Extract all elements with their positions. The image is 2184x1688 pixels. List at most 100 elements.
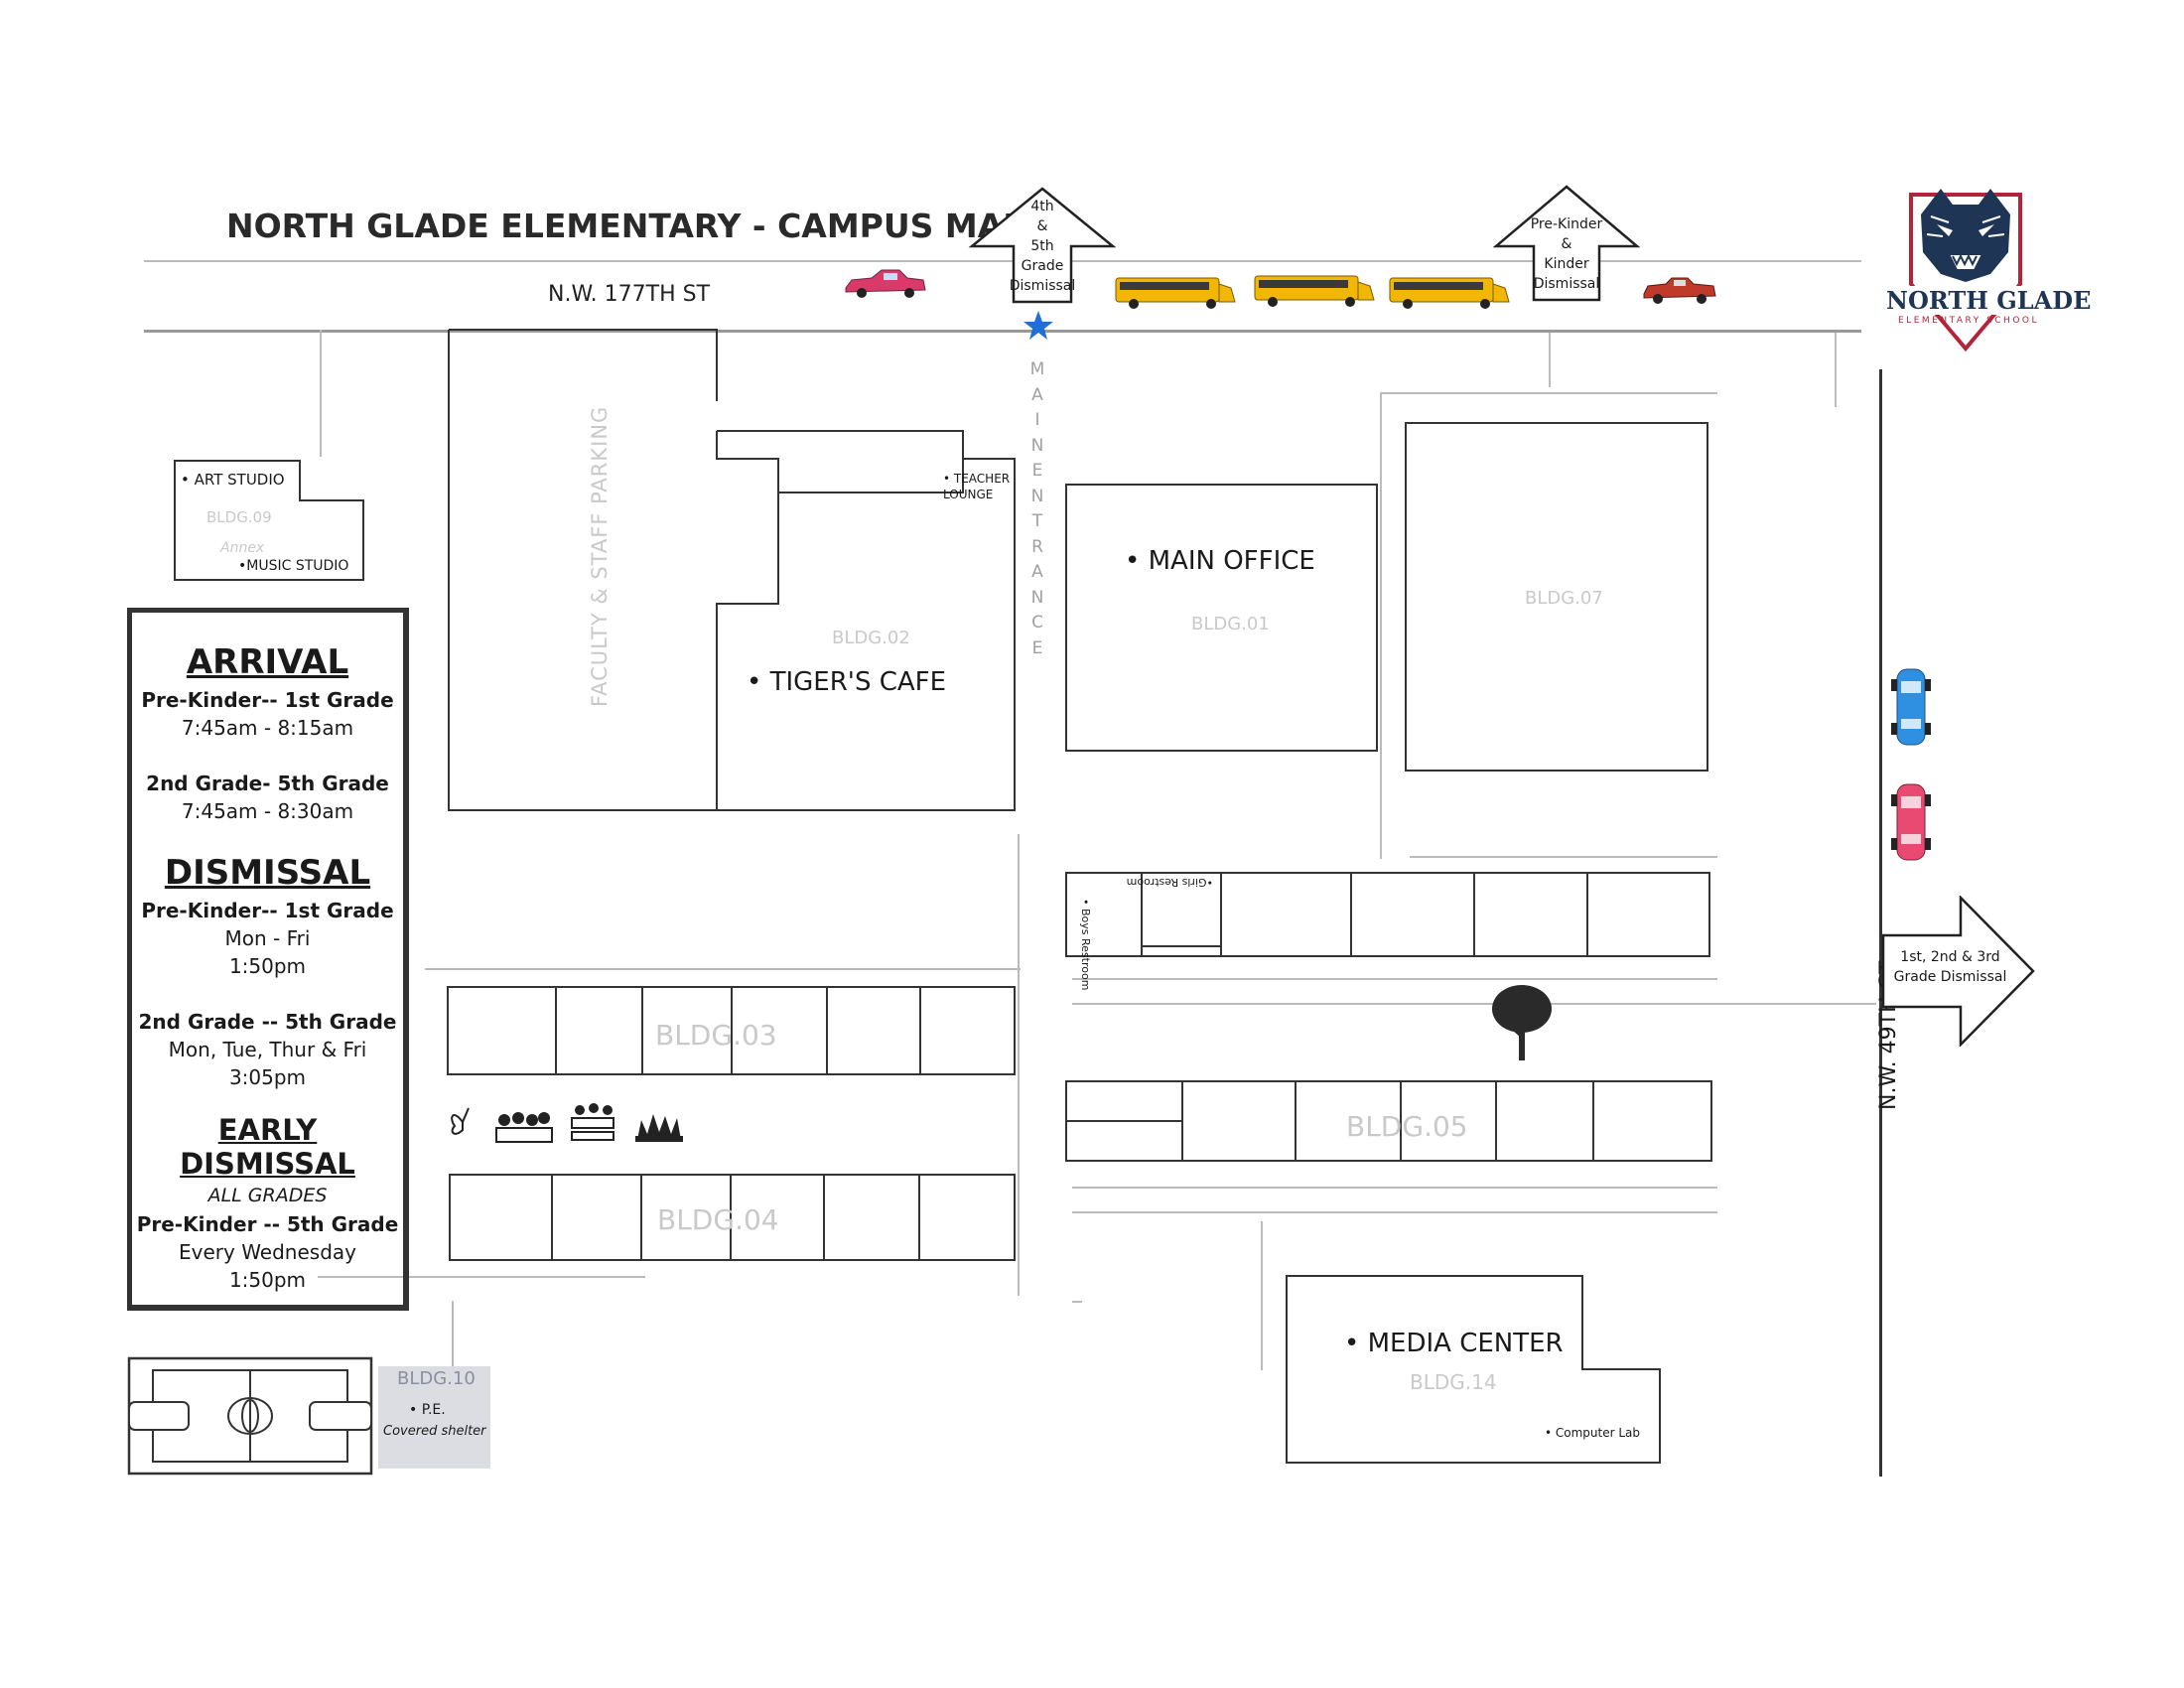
early-dismissal-note: ALL GRADES (207, 1185, 328, 1206)
arrival-group-1-time: 7:45am - 8:15am (181, 716, 354, 740)
bldg05-cell-1a (1065, 1080, 1183, 1122)
arrow-up-upper-grades (968, 187, 1117, 304)
car-pink-icon (845, 269, 926, 298)
flower-planter-icon-2 (571, 1103, 614, 1141)
bldg04-cell-1 (449, 1174, 553, 1261)
car-red-icon (1643, 277, 1716, 304)
bldg04-code: BLDG.04 (657, 1203, 779, 1236)
bldg02-code: BLDG.02 (832, 628, 910, 648)
tigers-cafe-label: • TIGER'S CAFE (747, 667, 947, 697)
bldg10-pe-shelter (378, 1366, 490, 1469)
path-vert-d (452, 1301, 454, 1375)
restroom-row-cell-5 (1473, 872, 1588, 957)
arrow-right-lower-grades (1881, 896, 2035, 1047)
tree-icon (1492, 985, 1552, 1060)
dismissal-group-1-days: Mon - Fri (224, 926, 311, 950)
flower-planter-icon-1 (495, 1112, 553, 1143)
media-center-label: • MEDIA CENTER (1344, 1329, 1564, 1358)
bldg05-cell-5 (1495, 1080, 1594, 1162)
main-office-label: • MAIN OFFICE (1125, 546, 1315, 576)
car-blue-icon (1891, 668, 1931, 746)
path-vert-e (1549, 333, 1551, 387)
school-bus-icon-1 (1115, 277, 1236, 309)
pe-field-outline (127, 1356, 373, 1476)
path-left-2 (318, 1276, 645, 1278)
bldg03-cell-1 (447, 986, 557, 1075)
dismissal-group-2-grade: 2nd Grade -- 5th Grade (138, 1010, 397, 1034)
dismissal-heading: DISMISSAL (164, 853, 371, 893)
arrow-up-pre-kinder (1492, 185, 1641, 302)
girls-restroom-label: •Girls Restroom (1126, 876, 1213, 889)
early-dismissal-grade: Pre-Kinder -- 5th Grade (136, 1212, 399, 1236)
restroom-row-cell-4 (1350, 872, 1475, 957)
path-top-right (1380, 392, 1717, 394)
boys-restroom-label: • Boys Restroom (1079, 899, 1092, 991)
bldg07 (1405, 422, 1708, 772)
arrival-group-2-grade: 2nd Grade- 5th Grade (146, 772, 389, 795)
path-vert-f (1835, 333, 1837, 407)
dismissal-group-2-time: 3:05pm (228, 1065, 307, 1089)
early-dismissal-heading: EARLY DISMISSAL (180, 1113, 355, 1181)
computer-lab-label: • Computer Lab (1545, 1426, 1641, 1440)
arrival-heading: ARRIVAL (186, 642, 349, 682)
bldg01-main-office (1065, 484, 1378, 752)
bldg01-code: BLDG.01 (1191, 614, 1270, 634)
bldg03-cell-5 (826, 986, 921, 1075)
bldg03-code: BLDG.03 (655, 1019, 777, 1052)
bldg05-code: BLDG.05 (1346, 1110, 1468, 1143)
butterfly-icon (451, 1107, 470, 1135)
bldg09-code: BLDG.09 (206, 508, 272, 526)
path-drive-h (1072, 1301, 1082, 1303)
bldg14-outline (1286, 1275, 1661, 1464)
bldg14-code: BLDG.14 (1410, 1370, 1497, 1394)
bldg10-code: BLDG.10 (397, 1368, 476, 1389)
path-lower-h (1072, 1003, 1876, 1005)
bldg05-cell-2 (1181, 1080, 1297, 1162)
path-walk-e (1410, 856, 1717, 858)
bldg10-shelter-label: Covered shelter (383, 1424, 486, 1439)
tiger-shield-logo-icon (1909, 189, 2022, 352)
bldg04-cell-2 (551, 1174, 642, 1261)
bldg09-annex: Annex (220, 540, 265, 556)
car-pink-side-icon (1891, 783, 1931, 861)
bldg09-music-studio: •MUSIC STUDIO (238, 558, 349, 574)
path-walk-f (1072, 1187, 1717, 1189)
dismissal-group-2-days: Mon, Tue, Thur & Fri (168, 1038, 367, 1061)
bldg07-code: BLDG.07 (1525, 588, 1603, 609)
dismissal-group-1-time: 1:50pm (228, 954, 307, 978)
dismissal-group-1-grade: Pre-Kinder-- 1st Grade (141, 899, 394, 922)
path-left (320, 330, 322, 457)
early-dismissal-day: Every Wednesday (179, 1240, 356, 1264)
bldg03-cell-2 (555, 986, 643, 1075)
path-walk-mid2 (1072, 978, 1717, 980)
flower-bush-icon (635, 1114, 683, 1142)
logo-name: NORTH GLADE (1886, 286, 2092, 315)
path-vert-b (1380, 392, 1382, 859)
school-bus-icon-2 (1254, 275, 1375, 307)
schedule-panel: ARRIVAL Pre-Kinder-- 1st Grade 7:45am - … (127, 608, 409, 1311)
path-walk-g (1072, 1211, 1717, 1213)
map-title: NORTH GLADE ELEMENTARY - CAMPUS MAP (226, 207, 1027, 245)
road-49th-line (1879, 369, 1882, 1477)
restroom-row-cell-3 (1220, 872, 1352, 957)
street-label-177th: N.W. 177TH ST (548, 282, 711, 307)
bldg02-parking-outline (448, 329, 1016, 811)
arrival-group-1-grade: Pre-Kinder-- 1st Grade (141, 688, 394, 712)
teacher-lounge-label: • TEACHER LOUNGE (943, 472, 1011, 501)
path-walk-mid (425, 968, 1021, 970)
early-dismissal-time: 1:50pm (228, 1268, 307, 1292)
bldg05-cell-1b (1065, 1120, 1183, 1162)
main-entrance-star-icon (1024, 311, 1053, 340)
bldg04-cell-5 (823, 1174, 920, 1261)
road-177th-bottom-edge (144, 330, 1861, 333)
school-bus-icon-3 (1389, 277, 1510, 309)
path-vert-c (1261, 1221, 1263, 1370)
bldg09-outline (174, 460, 364, 581)
path-vert-a (1018, 834, 1020, 1296)
bldg09-art-studio: • ART STUDIO (181, 471, 285, 489)
faculty-parking-label: FACULTY & STAFF PARKING (588, 405, 612, 707)
